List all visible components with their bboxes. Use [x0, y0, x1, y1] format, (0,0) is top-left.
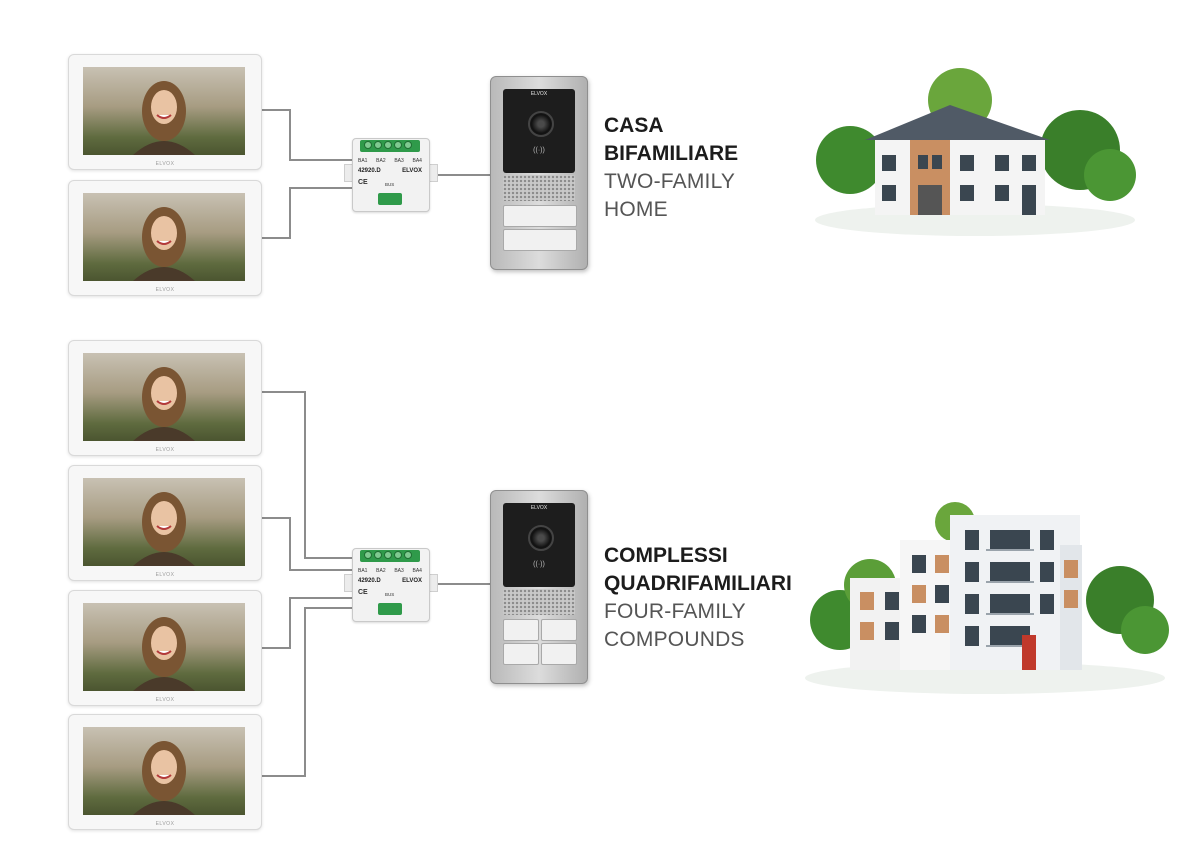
wire-monitor-2 [260, 187, 352, 239]
subtitle-line: HOME [604, 198, 668, 221]
subtitle-line: TWO-FAMILY [604, 170, 736, 193]
terminal-screw [364, 551, 372, 559]
monitor-brand: ELVOX [155, 572, 175, 578]
smiling-woman-image [133, 367, 195, 441]
monitor-screen [83, 67, 245, 155]
output-labels: BA1 BA2 BA3 BA4 [358, 568, 422, 574]
monitor-screen [83, 603, 245, 691]
title-line: BIFAMILIARE [604, 142, 739, 165]
smiling-woman-image [133, 81, 195, 155]
call-button [503, 619, 539, 641]
wire-monitor-1 [260, 109, 352, 161]
four-family-compound-illustration [800, 500, 1170, 700]
output-label-ba4: BA4 [412, 158, 422, 164]
module-code: 42920.D [358, 168, 381, 174]
camera-lens-icon [528, 111, 554, 137]
smiling-woman-image [133, 617, 195, 691]
rfid-reader-icon: ((·)) [533, 147, 545, 154]
terminal-screw [394, 141, 402, 149]
output-label-ba1: BA1 [358, 568, 368, 574]
ce-mark: CE [358, 589, 368, 596]
monitor-screen [83, 478, 245, 566]
monitor-brand: ELVOX [155, 287, 175, 293]
call-button [541, 643, 577, 665]
camera-module: ELVOX ((·)) [503, 89, 575, 173]
wire-monitor-5 [260, 597, 352, 649]
video-monitor: ELVOX [68, 590, 262, 706]
monitor-screen [83, 727, 245, 815]
video-monitor: ELVOX [68, 465, 262, 581]
video-monitor: ELVOX [68, 340, 262, 456]
module-brand: ELVOX [402, 578, 422, 584]
ce-mark: CE [358, 179, 368, 186]
bus-label: BUS [385, 592, 395, 597]
terminal-screw [404, 551, 412, 559]
subtitle-line: COMPOUNDS [604, 628, 745, 651]
bus-terminal-block [378, 603, 402, 615]
terminal-screw [384, 141, 392, 149]
wire-monitor-6 [260, 607, 352, 777]
video-monitor: ELVOX [68, 180, 262, 296]
smiling-woman-image [133, 207, 195, 281]
video-monitor: ELVOX [68, 54, 262, 170]
call-button [503, 643, 539, 665]
monitor-screen [83, 353, 245, 441]
bus-terminal-block [378, 193, 402, 205]
smiling-woman-image [133, 492, 195, 566]
output-label-ba2: BA2 [376, 568, 386, 574]
camera-lens-icon [528, 525, 554, 551]
output-label-ba3: BA3 [394, 158, 404, 164]
terminal-screw [394, 551, 402, 559]
title-line: CASA [604, 114, 664, 137]
output-label-ba4: BA4 [412, 568, 422, 574]
door-entry-panel: ELVOX ((·)) [490, 490, 588, 684]
rfid-reader-icon: ((·)) [533, 561, 545, 568]
camera-module: ELVOX ((·)) [503, 503, 575, 587]
bus-interface-module: BA1 BA2 BA3 BA4 42920.D ELVOX CE BUS [344, 548, 438, 622]
monitor-brand: ELVOX [155, 697, 175, 703]
module-brand: ELVOX [402, 168, 422, 174]
call-button [503, 229, 577, 251]
output-label-ba1: BA1 [358, 158, 368, 164]
panel-brand: ELVOX [530, 91, 548, 97]
terminal-screw [384, 551, 392, 559]
terminal-screw [374, 141, 382, 149]
wire-monitor-3 [260, 391, 352, 559]
terminal-screw [374, 551, 382, 559]
section-caption-four-family: COMPLESSI QUADRIFAMILIARI FOUR-FAMILY CO… [604, 542, 834, 654]
panel-brand: ELVOX [530, 505, 548, 511]
output-labels: BA1 BA2 BA3 BA4 [358, 158, 422, 164]
terminal-screw [404, 141, 412, 149]
output-label-ba2: BA2 [376, 158, 386, 164]
output-label-ba3: BA3 [394, 568, 404, 574]
title-line: QUADRIFAMILIARI [604, 572, 792, 595]
two-family-house-illustration [810, 60, 1140, 240]
title-line: COMPLESSI [604, 544, 728, 567]
video-monitor: ELVOX [68, 714, 262, 830]
terminal-screw [364, 141, 372, 149]
speaker-grille [503, 175, 575, 201]
subtitle-line: FOUR-FAMILY [604, 600, 746, 623]
monitor-brand: ELVOX [155, 161, 175, 167]
monitor-brand: ELVOX [155, 821, 175, 827]
module-code: 42920.D [358, 578, 381, 584]
smiling-woman-image [133, 741, 195, 815]
section-caption-two-family: CASA BIFAMILIARE TWO-FAMILY HOME [604, 112, 804, 224]
wire-monitor-4 [260, 517, 352, 571]
bus-label: BUS [385, 182, 395, 187]
speaker-grille [503, 589, 575, 615]
monitor-brand: ELVOX [155, 447, 175, 453]
door-entry-panel: ELVOX ((·)) [490, 76, 588, 270]
monitor-screen [83, 193, 245, 281]
bus-interface-module: BA1 BA2 BA3 BA4 42920.D ELVOX CE BUS [344, 138, 438, 212]
call-button [541, 619, 577, 641]
call-button [503, 205, 577, 227]
